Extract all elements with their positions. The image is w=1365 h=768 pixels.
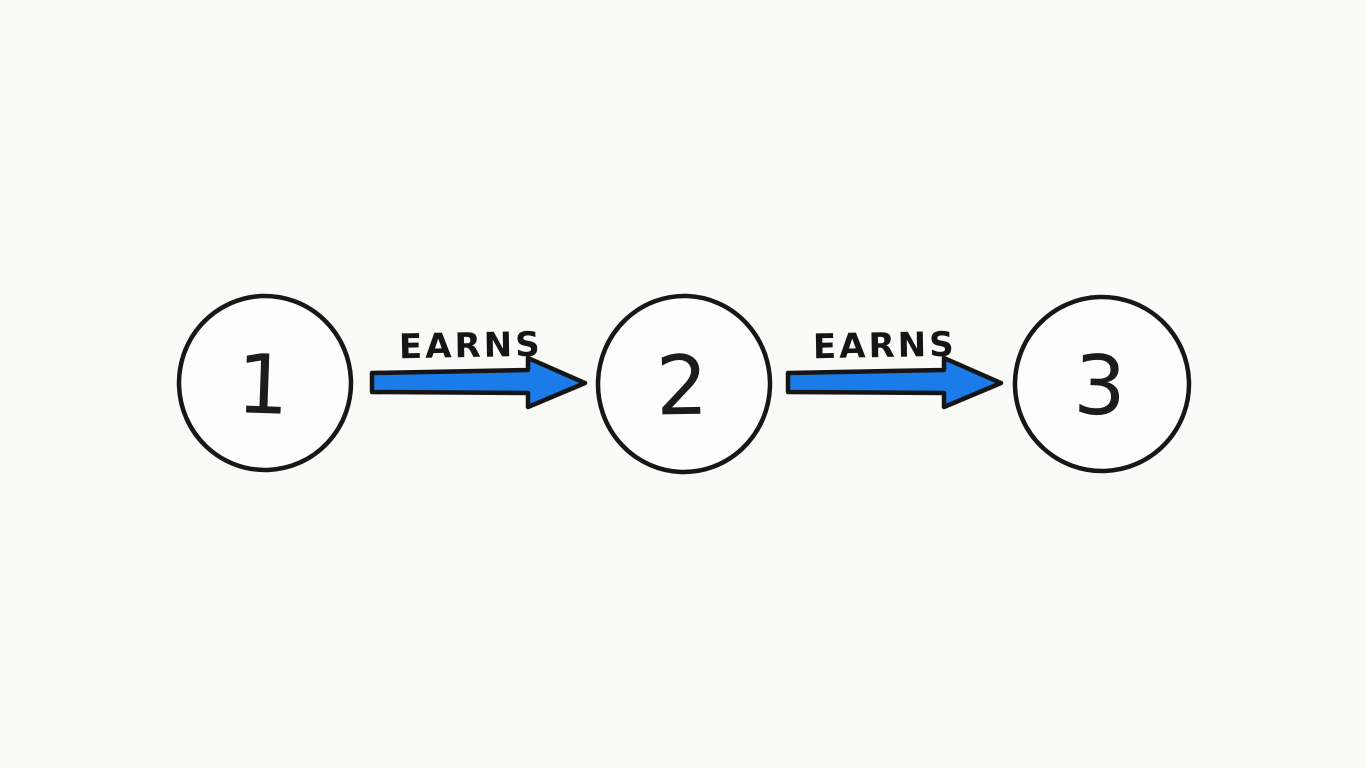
node-1-label: 1 [235, 337, 290, 434]
diagram-edge-1-2: EARNS [369, 325, 588, 410]
node-1-circle [176, 293, 354, 473]
node-2-label: 2 [655, 339, 709, 435]
diagram-node-2: 2 [595, 293, 773, 475]
node-3-label: 3 [1072, 338, 1127, 435]
diagram-edge-2-3: EARNS [785, 325, 1004, 410]
arrow-right-icon [785, 355, 1004, 410]
diagram-node-1: 1 [176, 293, 354, 473]
edge-2-3-label: EARNS [813, 325, 957, 368]
node-3-circle [1012, 294, 1192, 474]
edge-1-2-label: EARNS [399, 325, 543, 368]
diagram-node-3: 3 [1012, 294, 1192, 474]
arrow-right-icon [369, 355, 588, 410]
node-2-circle [595, 293, 773, 475]
